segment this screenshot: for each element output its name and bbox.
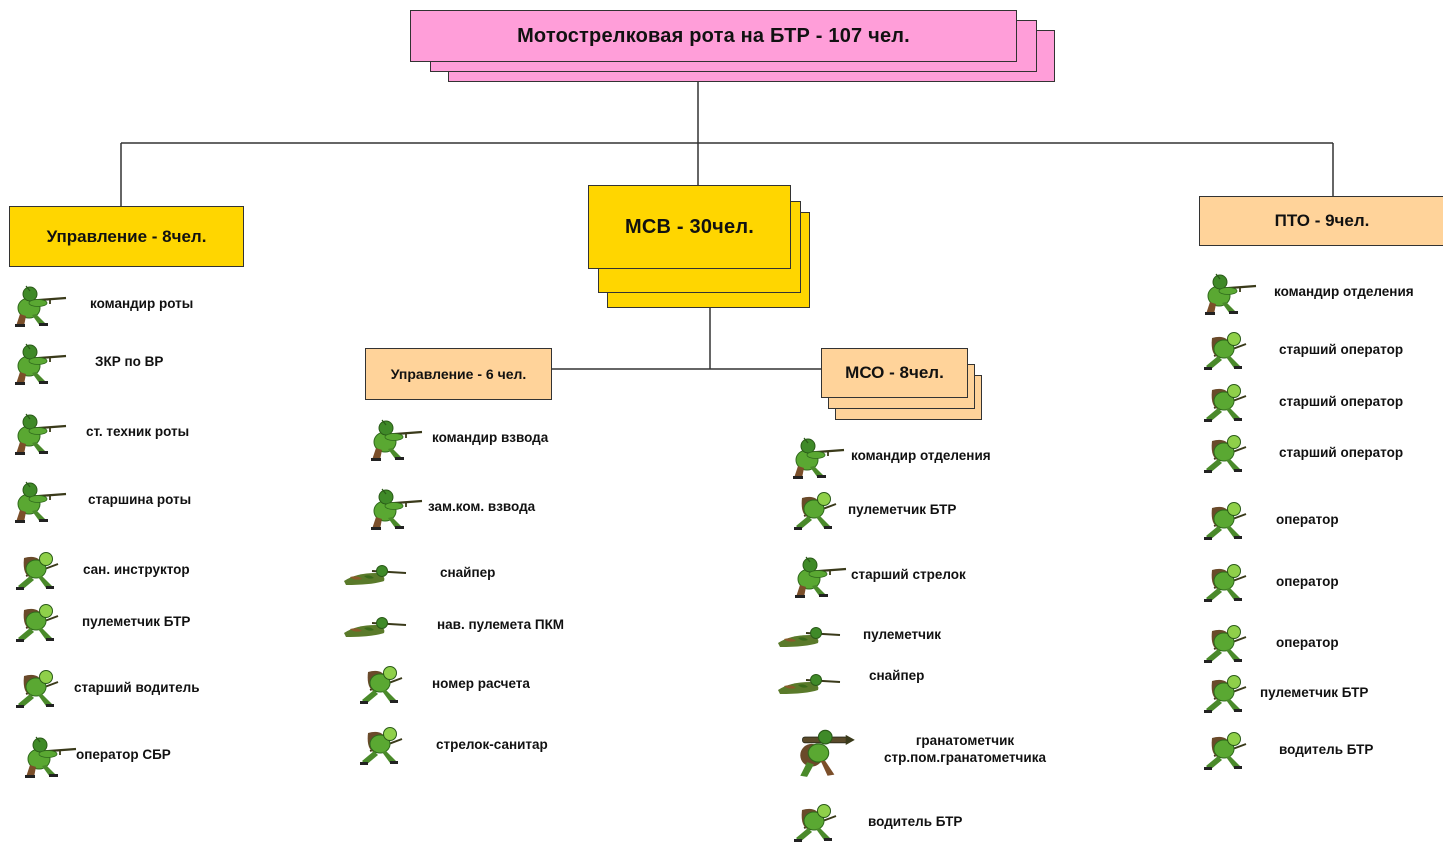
member-label: старшина роты: [88, 492, 192, 507]
soldier-running-icon: [1200, 330, 1256, 374]
soldier-running-icon: [1200, 730, 1256, 774]
member-label: старший стрелок: [851, 567, 966, 582]
company-title: Мотострелковая рота на БТР - 107 чел.: [410, 10, 1017, 62]
member-label: зам.ком. взвода: [428, 499, 536, 514]
soldier-prone-icon: [342, 559, 408, 589]
member-label: гранатометчик: [915, 733, 1015, 748]
member-label: старший оператор: [1279, 342, 1404, 357]
member-label: старший оператор: [1279, 445, 1404, 460]
platoon-control-box: Управление - 6 чел.: [365, 348, 552, 400]
soldier-aiming-icon: [790, 436, 846, 480]
member-label: снайпер: [869, 668, 925, 683]
mso-unit-label: МСО - 8чел.: [821, 348, 968, 398]
member-label: ЗКР по ВР: [95, 354, 164, 369]
member-label: командир взвода: [432, 430, 549, 445]
soldier-aiming-icon: [22, 735, 78, 779]
member-label: пулеметчик: [863, 627, 942, 642]
member-label: водитель БТР: [868, 814, 963, 829]
member-label: сан. инструктор: [83, 562, 190, 577]
msv-unit-label: МСВ - 30чел.: [588, 185, 791, 269]
soldier-running-icon: [356, 664, 412, 708]
member-label: пулеметчик БТР: [1260, 685, 1369, 700]
member-label: старший оператор: [1279, 394, 1404, 409]
member-label: номер расчета: [432, 676, 530, 691]
soldier-running-icon: [1200, 500, 1256, 544]
soldier-aiming-icon: [1202, 272, 1258, 316]
member-label: нав. пулемета ПКМ: [437, 617, 565, 632]
soldier-running-icon: [1200, 382, 1256, 426]
member-label: пулеметчик БТР: [848, 502, 957, 517]
member-label: стрелок-санитар: [436, 737, 548, 752]
member-label: стр.пом.гранатометчика: [884, 750, 1046, 765]
grenadier-icon: [790, 728, 856, 778]
soldier-running-icon: [790, 490, 846, 534]
soldier-running-icon: [1200, 623, 1256, 667]
soldier-aiming-icon: [12, 412, 68, 456]
soldier-running-icon: [12, 550, 68, 594]
soldier-prone-icon: [776, 621, 842, 651]
member-label: командир отделения: [1274, 284, 1414, 299]
member-label: оператор: [1276, 635, 1339, 650]
soldier-aiming-icon: [792, 555, 848, 599]
member-label: снайпер: [440, 565, 496, 580]
member-label: водитель БТР: [1279, 742, 1374, 757]
member-label: командир отделения: [851, 448, 991, 463]
member-label: пулеметчик БТР: [82, 614, 191, 629]
member-label: ст. техник роты: [86, 424, 190, 439]
member-label: командир роты: [90, 296, 194, 311]
soldier-running-icon: [790, 802, 846, 846]
soldier-running-icon: [1200, 562, 1256, 606]
pto-unit-box: ПТО - 9чел.: [1199, 196, 1443, 246]
soldier-prone-icon: [342, 611, 408, 641]
soldier-aiming-icon: [12, 342, 68, 386]
soldier-aiming-icon: [12, 284, 68, 328]
soldier-running-icon: [12, 668, 68, 712]
soldier-running-icon: [12, 602, 68, 646]
member-label: оператор: [1276, 574, 1339, 589]
soldier-aiming-icon: [12, 480, 68, 524]
soldier-running-icon: [1200, 673, 1256, 717]
member-label: старший водитель: [74, 680, 200, 695]
member-label: оператор: [1276, 512, 1339, 527]
grenadier-labels: гранатометчик стр.пом.гранатометчика: [870, 732, 1060, 766]
soldier-prone-icon: [776, 668, 842, 698]
control-unit-box: Управление - 8чел.: [9, 206, 244, 267]
soldier-aiming-icon: [368, 487, 424, 531]
member-label: оператор СБР: [76, 747, 171, 762]
soldier-running-icon: [1200, 433, 1256, 477]
soldier-aiming-icon: [368, 418, 424, 462]
soldier-running-icon: [356, 725, 412, 769]
